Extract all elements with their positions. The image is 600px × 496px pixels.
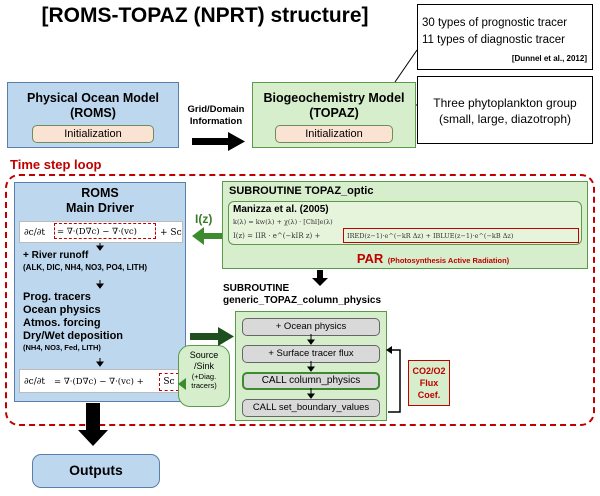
deposition-text: Dry/Wet deposition — [23, 330, 124, 342]
column-title-line1: SUBROUTINE — [223, 283, 290, 294]
transport-equation-2: ∂c/∂t = ∇·(D∇c) − ∇·(vc) + Sc — [19, 369, 183, 393]
set-boundary-values-step: CALL set_boundary_values — [242, 399, 380, 417]
atmos-forcing-text: Atmos. forcing — [23, 317, 101, 329]
flux-coef-line2: Flux — [419, 378, 439, 388]
river-runoff-sub: (ALK, DIC, NH4, NO3, PO4, LITH) — [23, 263, 148, 272]
time-step-loop-label: Time step loop — [10, 157, 102, 172]
tracer-info-box: 30 types of prognostic tracer 11 types o… — [417, 4, 593, 70]
grid-domain-arrow — [192, 132, 245, 151]
driver-list: Prog. tracers Ocean physics Atmos. forci… — [23, 291, 123, 353]
topaz-box: Biogeochemistry Model (TOPAZ) Initializa… — [252, 82, 416, 148]
prognostic-text: 30 types of prognostic tracer — [422, 17, 568, 29]
prog-tracers-text: Prog. tracers — [23, 291, 91, 303]
flux-coef-box: CO2/O2 Flux Coef. — [408, 360, 450, 406]
optic-eq1: k(λ) = kw(λ) + χ(λ) · [Chl]e(λ) — [233, 218, 333, 226]
topaz-optic-box: SUBROUTINE TOPAZ_optic Manizza et al. (2… — [222, 181, 588, 269]
driver-to-column-arrow — [190, 327, 234, 346]
source-sink-line3: (+Diag. — [191, 372, 217, 381]
optic-eq2-right: IRED(z−1)·e^(−kR Δz) + IBLUE(z−1)·e^(−kB… — [343, 228, 579, 243]
grid-domain-label: Grid/Domain Information — [180, 104, 252, 128]
grid-label-line1: Grid/Domain — [187, 104, 245, 115]
grid-label-line2: Information — [189, 116, 243, 127]
driver-title-line1: ROMS — [81, 186, 119, 200]
time-step-loop-frame — [5, 174, 595, 426]
transport-equation-1: ∂c/∂t = ∇·(D∇c) − ∇·(vc) + Sc — [19, 221, 183, 243]
optic-eq2-left: I(z) = IIR · e^(−kIR z) + — [233, 232, 321, 240]
topaz-title-line1: Biogeochemistry Model — [263, 91, 405, 105]
driver-to-outputs-arrow — [78, 403, 108, 446]
roms-box: Physical Ocean Model (ROMS) Initializati… — [7, 82, 179, 148]
optic-title: SUBROUTINE TOPAZ_optic — [229, 185, 374, 197]
iz-arrow — [192, 227, 222, 245]
optic-ref: Manizza et al. (2005) — [233, 204, 329, 215]
topaz-init: Initialization — [275, 125, 393, 143]
driver-internal-arrows — [96, 243, 104, 367]
par-text: PAR — [356, 251, 384, 266]
source-sink-arrow — [178, 378, 186, 390]
topaz-title-line2: (TOPAZ) — [309, 106, 359, 120]
eq1-sc: + Sc — [160, 228, 182, 238]
roms-title-line1: Physical Ocean Model — [27, 91, 159, 105]
phyto-text: Three phytoplankton group (small, large,… — [433, 96, 577, 126]
roms-init: Initialization — [32, 125, 154, 143]
eq2-rhs: = ∇·(D∇c) − ∇·(vc) + — [54, 377, 144, 387]
river-runoff: + River runoff (ALK, DIC, NH4, NO3, PO4,… — [23, 250, 147, 272]
eq1-rhs: = ∇·(D∇c) − ∇·(vc) — [54, 223, 156, 239]
eq1-lhs: ∂c/∂t — [24, 228, 45, 238]
outputs-box: Outputs — [32, 454, 160, 488]
source-sink-box: Source /Sink (+Diag. tracers) — [178, 345, 230, 407]
roms-title: Physical Ocean Model (ROMS) — [8, 91, 178, 121]
roms-title-line2: (ROMS) — [70, 106, 116, 120]
topaz-title: Biogeochemistry Model (TOPAZ) — [253, 91, 415, 121]
par-sub: (Photosynthesis Active Radiation) — [387, 256, 510, 265]
driver-title: ROMS Main Driver — [15, 186, 185, 216]
diagnostic-text: 11 types of diagnostic tracer — [422, 34, 565, 46]
column-step-arrows — [307, 334, 315, 399]
par-label: PAR (Photosynthesis Active Radiation) — [313, 250, 553, 268]
loop-back-bracket — [386, 346, 401, 413]
page-title: [ROMS-TOPAZ (NPRT) structure] — [41, 4, 369, 27]
source-sink-line2: /Sink — [193, 361, 214, 371]
optic-down-arrow — [312, 270, 328, 286]
source-sink-line4: tracers) — [191, 381, 217, 390]
iz-label: I(z) — [195, 212, 213, 226]
column-title-line2: generic_TOPAZ_column_physics — [223, 295, 382, 306]
optic-inner-box: Manizza et al. (2005) k(λ) = kw(λ) + χ(λ… — [228, 201, 582, 245]
deposition-sub: (NH4, NO3, Fed, LITH) — [23, 343, 101, 352]
source-sink-line1: Source — [189, 350, 219, 360]
column-physics-title: SUBROUTINE generic_TOPAZ_column_physics — [223, 283, 381, 307]
flux-coef-line3: Coef. — [417, 390, 441, 400]
driver-title-line2: Main Driver — [65, 201, 135, 215]
eq2-lhs: ∂c/∂t — [24, 377, 45, 387]
river-runoff-text: + River runoff — [23, 250, 89, 261]
phyto-box: Three phytoplankton group (small, large,… — [417, 76, 593, 144]
ocean-physics-text: Ocean physics — [23, 304, 101, 316]
topaz-to-tracer-line — [394, 49, 418, 83]
citation-text: [Dunnel et al., 2012] — [511, 54, 587, 63]
flux-coef-line1: CO2/O2 — [412, 366, 446, 376]
